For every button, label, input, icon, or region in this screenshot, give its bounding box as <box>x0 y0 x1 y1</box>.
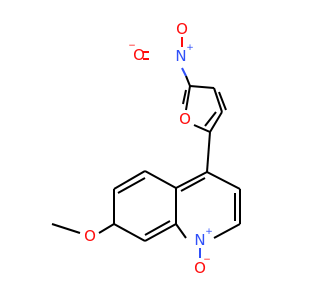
furan-bond-2-inner <box>218 91 227 111</box>
benzene-bond-1 <box>144 170 177 189</box>
pyridine-bond-1 <box>206 171 241 190</box>
atom-furan-o: O <box>179 110 191 128</box>
atom-oxide-o: O <box>194 259 206 277</box>
benzene-bond-4 <box>113 223 146 242</box>
benzene-bond-2-inner <box>117 177 146 194</box>
bond-n-c-lower <box>185 75 191 87</box>
furan-bond-4 <box>193 124 211 133</box>
bond-furan-quinoline <box>206 131 211 173</box>
pyridine-bond-3 <box>213 223 241 239</box>
charge-nitro-o-left: − <box>128 41 136 51</box>
atom-quinoline-n: N <box>194 231 205 249</box>
pyridine-bond-6-inner <box>180 177 206 192</box>
furan-ring <box>182 85 227 133</box>
benzene-ring <box>113 170 177 242</box>
atom-methoxy-o: O <box>84 227 96 245</box>
pyridine-bond-6 <box>175 171 208 189</box>
charge-quinoline-n: + <box>205 227 213 237</box>
methoxy-group <box>51 223 115 234</box>
furan-bond-2 <box>213 87 223 113</box>
bond-o-ch3 <box>51 223 81 234</box>
furan-bond-3 <box>209 111 223 133</box>
furan-bond-1 <box>189 85 215 89</box>
furan-bond-4-inner <box>204 111 217 127</box>
molecule-structure: O − N + O O O N + O − <box>51 20 241 277</box>
nitro-group <box>143 37 191 87</box>
bond-n-c-upper <box>181 67 187 77</box>
furan-bond-5 <box>185 85 191 111</box>
bond-c-o-methoxy <box>98 223 115 234</box>
charge-nitro-n: + <box>186 43 194 53</box>
benzene-bond-5-inner <box>144 220 171 236</box>
furan-bond-5-inner <box>182 89 187 105</box>
atom-nitro-o-left: O <box>133 46 145 64</box>
atom-nitro-n: N <box>175 47 186 65</box>
pyridine-bond-4 <box>175 223 187 239</box>
pyridine-ring <box>175 171 241 239</box>
atom-nitro-o-right: O <box>176 20 188 38</box>
benzene-bond-5 <box>144 223 177 242</box>
benzene-bond-2 <box>113 170 146 190</box>
charge-oxide-o: − <box>203 255 211 265</box>
molecule-canvas: O − N + O O O N + O − <box>51 20 241 277</box>
